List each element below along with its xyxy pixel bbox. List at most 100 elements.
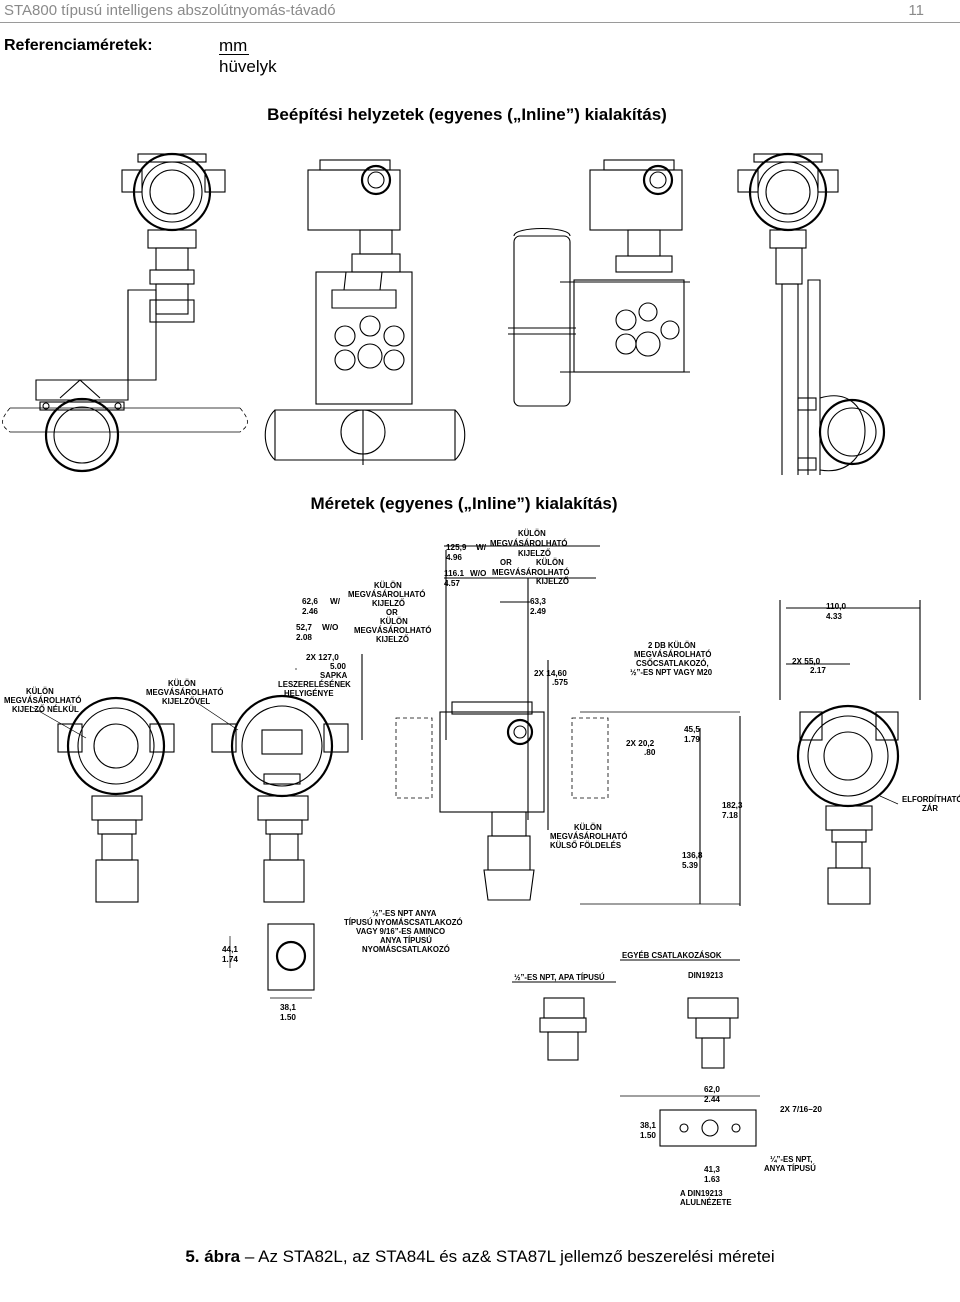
label-npt-3: VAGY 9/16”-ES AMINCO: [356, 927, 445, 936]
dim-20-in: .80: [644, 748, 656, 757]
label-kulon-top-4: KÜLÖN: [536, 558, 564, 567]
label-nelkul-3: KIJELZŐ NÉLKÜL: [12, 705, 79, 714]
label-wo: W/O: [470, 569, 487, 578]
label-din: DIN19213: [688, 971, 724, 980]
label-npt: ½”-ES NPT ANYA: [372, 909, 437, 918]
dim-62b-in: 2.44: [704, 1095, 720, 1104]
dim-55-mm: 2X 55,0: [792, 657, 821, 666]
label-kulon-mid: KÜLÖN: [374, 581, 402, 590]
label-vel-2: MEGVÁSÁROLHATÓ: [146, 688, 223, 697]
dim-38-in: 1.50: [640, 1131, 656, 1140]
label-sapka: SAPKA: [320, 671, 348, 680]
document-title: STA800 típusú intelligens abszolútnyomás…: [4, 2, 336, 19]
dim-127-mm: 2X 127,0: [306, 653, 339, 662]
page-number: 11: [908, 2, 924, 19]
label-sapka-2: LESZERELÉSÉNEK: [278, 680, 351, 689]
dim-63-in: 2.49: [530, 607, 546, 616]
dim-38-mm: 38,1: [640, 1121, 656, 1130]
dim-63-mm: 63,3: [530, 597, 546, 606]
install-view-2: [264, 159, 466, 465]
label-kulon-mid-6: KIJELZŐ: [376, 635, 409, 644]
dim-110-mm: 110,0: [826, 602, 846, 611]
dim-41-mm: 41,3: [704, 1165, 720, 1174]
caption-dash: –: [240, 1247, 259, 1266]
dim-38b-in: 1.50: [280, 1013, 296, 1022]
dimension-labels: KÜLÖN MEGVÁSÁROLHATÓ KIJELZŐ OR KÜLÖN ME…: [4, 529, 960, 1207]
label-din-view: A DIN19213: [680, 1189, 723, 1198]
transmitter-no-display: [29, 696, 175, 903]
label-qnpt-2: ANYA TÍPUSÚ: [764, 1164, 816, 1173]
install-view-4: [737, 152, 886, 475]
label-csoc: 2 DB KÜLÖN: [648, 641, 696, 650]
label-kulon-top-5: MEGVÁSÁROLHATÓ: [492, 568, 569, 577]
installation-positions-drawing: [2, 152, 886, 475]
label-or-2: OR: [386, 608, 398, 617]
dim-20-mm: 2X 20,2: [626, 739, 655, 748]
dim-55-in: 2.17: [810, 666, 826, 675]
dim-116-mm: 116.1: [444, 569, 464, 578]
dimension-lines: [229, 545, 921, 999]
dim-136-mm: 136,8: [682, 851, 703, 860]
label-kulon-mid-5: MEGVÁSÁROLHATÓ: [354, 626, 431, 635]
dimensions-title: Méretek (egyenes („Inline”) kialakítás): [310, 494, 618, 513]
dim-52-mm: 52,7: [296, 623, 312, 632]
label-egyeb: EGYÉB CSATLAKOZÁSOK: [622, 951, 722, 960]
dim-41-in: 1.63: [704, 1175, 720, 1184]
figure-caption: 5. ábra – Az STA82L, az STA84L és az& ST…: [0, 1247, 960, 1267]
dim-62-mm: 62,6: [302, 597, 318, 606]
label-npt-5: NYOMÁSCSATLAKOZÓ: [362, 945, 450, 954]
label-kulon-mid-2: MEGVÁSÁROLHATÓ: [348, 590, 425, 599]
label-npt-2: TÍPUSÚ NYOMÁSCSATLAKOZÓ: [344, 918, 463, 927]
pressure-connector-end-view: [267, 923, 315, 991]
label-apa: ½”-ES NPT, APA TÍPUSÚ: [514, 973, 605, 982]
unit-inch: hüvelyk: [219, 57, 277, 76]
label-or: OR: [500, 558, 512, 567]
dimensions-drawing: KÜLÖN MEGVÁSÁROLHATÓ KIJELZŐ OR KÜLÖN ME…: [4, 529, 960, 1207]
label-nelkul-2: MEGVÁSÁROLHATÓ: [4, 696, 81, 705]
label-kulon-top: KÜLÖN: [518, 529, 546, 538]
dim-45-in: 1.79: [684, 735, 700, 744]
dim-38b-mm: 38,1: [280, 1003, 296, 1012]
dim-182-in: 7.18: [722, 811, 738, 820]
label-kulon-top-2: MEGVÁSÁROLHATÓ: [490, 539, 567, 548]
dim-116-in: 4.57: [444, 579, 460, 588]
label-sapka-3: HELYIGÉNYE: [284, 689, 334, 698]
label-nelkul: KÜLÖN: [26, 687, 54, 696]
dim-125-mm: 125,9: [446, 543, 467, 552]
dim-44-mm: 44,1: [222, 945, 238, 954]
label-csoc-4: ½”-ES NPT VAGY M20: [630, 668, 713, 677]
label-kulon-top-6: KIJELZŐ: [536, 577, 569, 586]
label-din-view-2: ALULNÉZETE: [680, 1198, 732, 1207]
label-forgat: ELFORDÍTHATÓ: [902, 795, 960, 804]
other-connections: [512, 959, 760, 1147]
reference-dimensions-label: Referenciaméretek:: [4, 37, 153, 54]
page-header: STA800 típusú intelligens abszolútnyomás…: [0, 0, 960, 23]
label-w-2: W/: [330, 597, 341, 606]
label-kulon-top-3: KIJELZŐ: [518, 549, 551, 558]
label-kulon-mid-3: KIJELZŐ: [372, 599, 405, 608]
dim-127-in: 5.00: [330, 662, 346, 671]
label-fold-2: MEGVÁSÁROLHATÓ: [550, 832, 627, 841]
transmitter-with-display: [195, 694, 349, 903]
install-view-1: [2, 152, 248, 473]
dim-45-mm: 45,5: [684, 725, 700, 734]
dim-136-in: 5.39: [682, 861, 698, 870]
transmitter-side-view: [395, 701, 609, 901]
installation-positions-title: Beépítési helyzetek (egyenes („Inline”) …: [267, 105, 667, 124]
label-vel-3: KIJELZŐVEL: [162, 697, 210, 706]
dim-125-in: 4.96: [446, 553, 462, 562]
transmitter-right-view: [796, 704, 900, 905]
caption-text: Az STA82L, az STA84L és az& STA87L jelle…: [258, 1247, 775, 1266]
label-qnpt: ¼”-ES NPT,: [770, 1155, 812, 1164]
label-kulon-mid-4: KÜLÖN: [380, 617, 408, 626]
label-vel: KÜLÖN: [168, 679, 196, 688]
label-w: W/: [476, 543, 487, 552]
label-npt-4: ANYA TÍPUSÚ: [380, 936, 432, 945]
label-forgat-2: ZÁR: [922, 804, 938, 813]
dim-52-in: 2.08: [296, 633, 312, 642]
install-view-3: [508, 159, 690, 407]
dim-62-in: 2.46: [302, 607, 318, 616]
label-csoc-3: CSŐCSATLAKOZÓ,: [636, 659, 709, 668]
dim-14-in: .575: [552, 678, 568, 687]
dim-110-in: 4.33: [826, 612, 842, 621]
